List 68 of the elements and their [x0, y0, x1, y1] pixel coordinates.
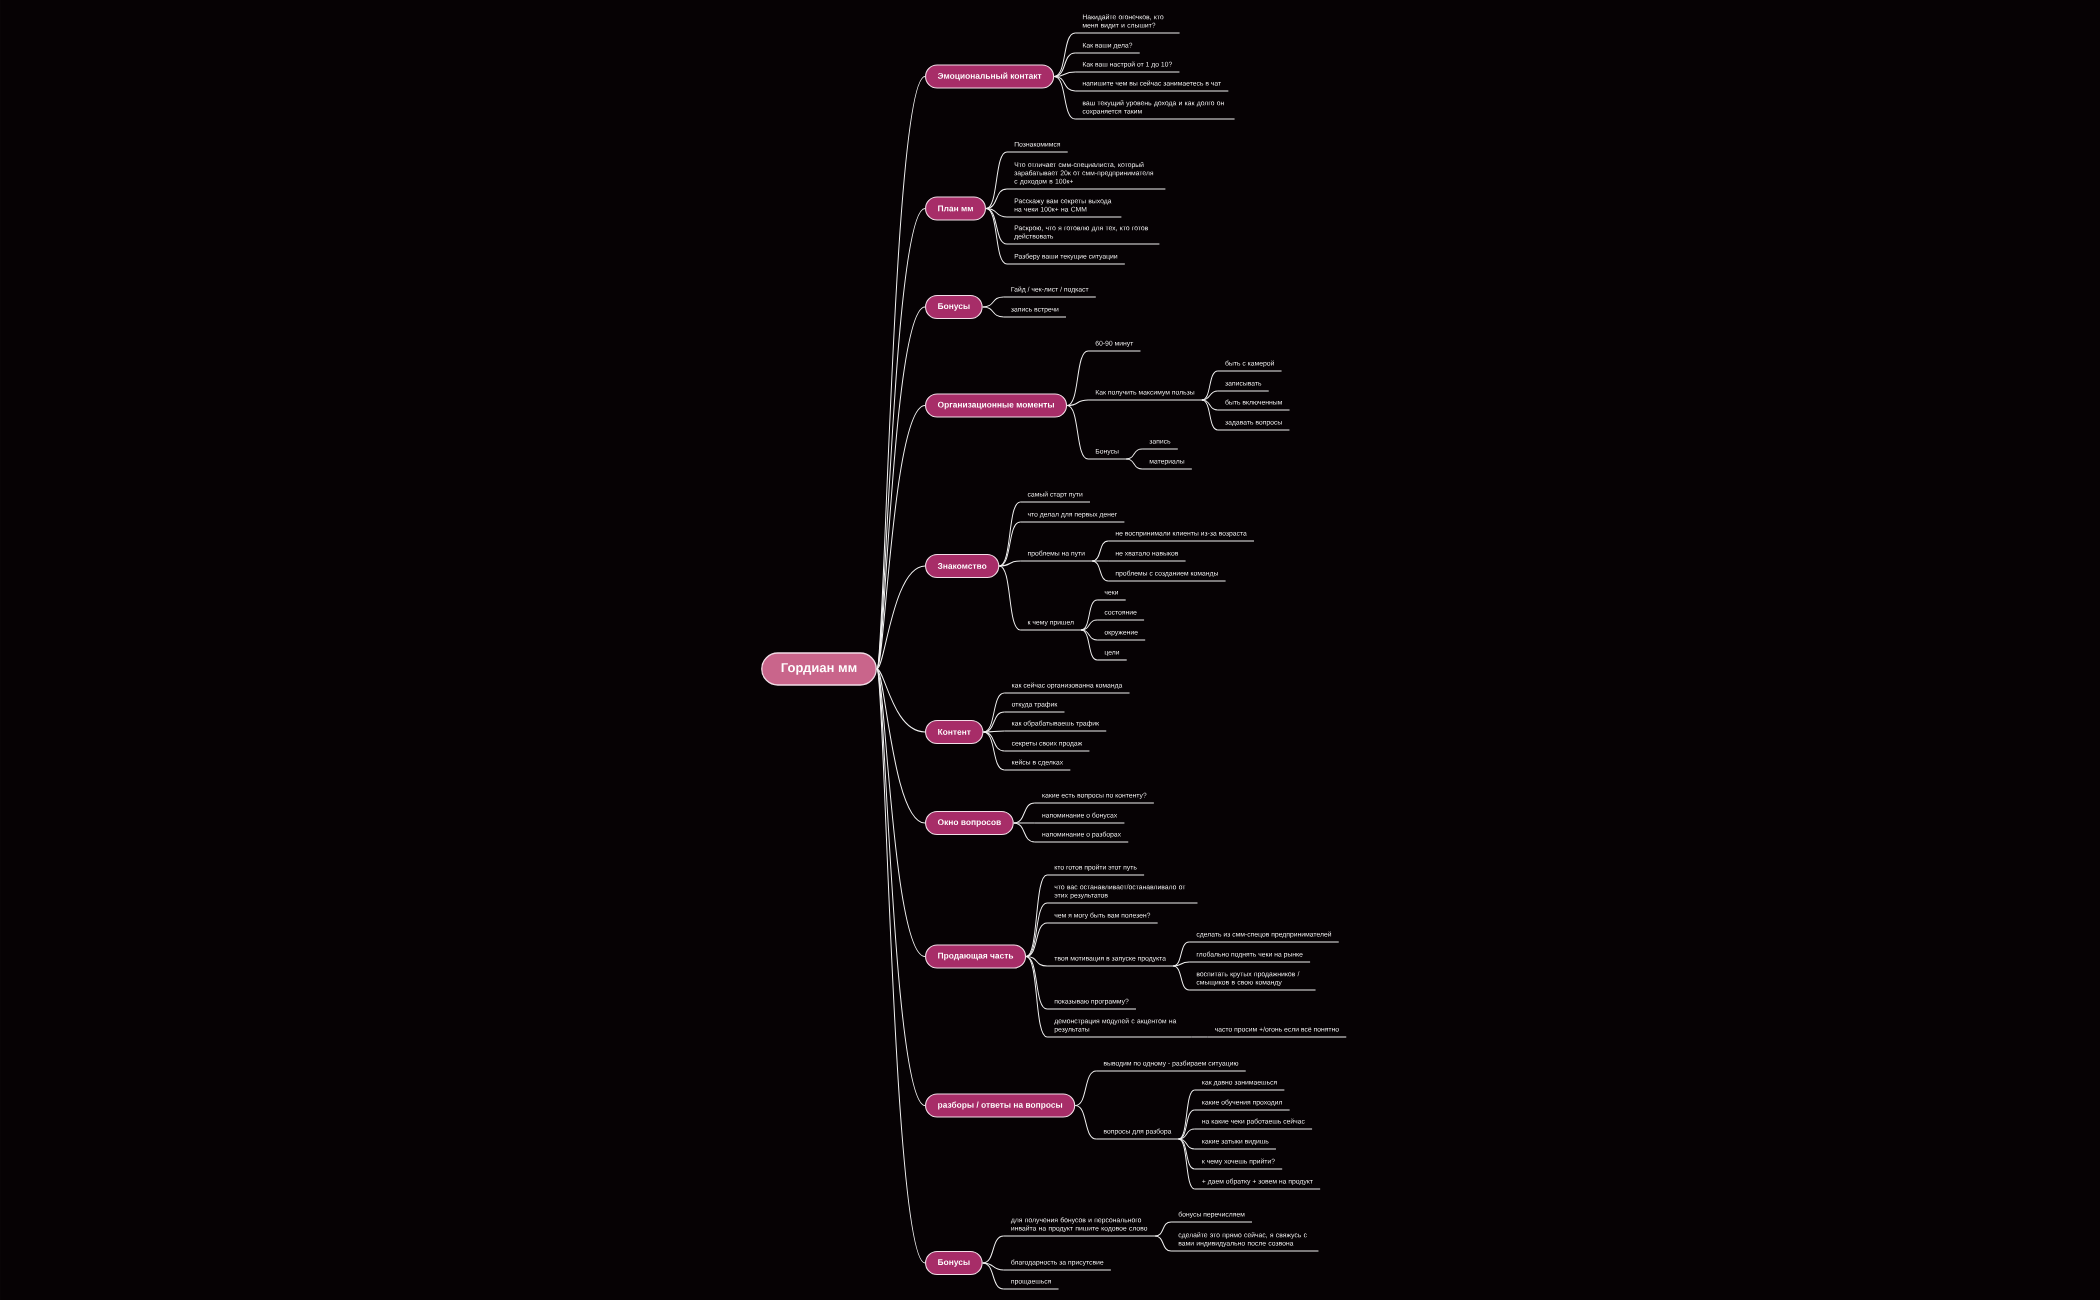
connector-line — [1178, 1089, 1196, 1140]
connector-line — [1013, 822, 1036, 843]
topic-box: Бонусы — [925, 1250, 983, 1276]
connector-line — [1080, 599, 1098, 631]
connector-line — [1178, 1109, 1196, 1140]
connector-line — [1025, 956, 1048, 1038]
connector-line — [1080, 619, 1098, 631]
connector-line — [1154, 1235, 1172, 1252]
connector-line — [985, 188, 1008, 209]
topic-box: План мм — [925, 196, 986, 221]
topic-box: Знакомство — [925, 553, 1000, 579]
connector-line — [1066, 405, 1089, 460]
connector-line — [1178, 1128, 1196, 1140]
topic-box: разборы / ответы на вопросы — [925, 1093, 1076, 1118]
connector-line — [1178, 1138, 1196, 1190]
connector-line — [982, 1235, 1005, 1264]
connector-line — [1080, 629, 1098, 641]
connector-line — [985, 208, 1008, 245]
topic-box: Организационные моменты — [925, 393, 1068, 418]
connector-line — [1191, 1036, 1208, 1038]
connector-line — [1154, 1221, 1172, 1237]
topic-box: Контент — [925, 719, 984, 745]
connector-line — [985, 208, 1008, 265]
connector-line — [1201, 390, 1219, 401]
connector-line — [1025, 956, 1048, 1010]
topic-box: Бонусы — [925, 294, 983, 320]
connector-line — [1091, 560, 1109, 562]
central-topic-box: Гордиан мм — [761, 652, 877, 686]
connector-line — [876, 668, 926, 733]
connector-line — [982, 731, 1005, 752]
topic-box: Продающая часть — [925, 944, 1027, 969]
connector-line — [982, 1262, 1005, 1271]
connector-line — [876, 208, 926, 670]
connector-line — [998, 501, 1021, 567]
connector-line — [1074, 1105, 1097, 1140]
connector-line — [1091, 560, 1109, 582]
connector-line — [876, 565, 926, 670]
connector-line — [876, 405, 926, 670]
connector-line — [982, 296, 1005, 308]
connector-line — [876, 668, 926, 957]
connector-line — [1053, 76, 1076, 120]
connector-line — [998, 560, 1021, 567]
connector-line — [1013, 822, 1036, 824]
connector-line — [1172, 965, 1190, 991]
connector-line — [1053, 52, 1076, 77]
connector-line — [876, 668, 926, 824]
connector-line — [998, 565, 1021, 631]
connector-line — [1025, 902, 1048, 957]
connector-line — [876, 668, 926, 1264]
connector-line — [982, 730, 1005, 733]
connector-line — [982, 731, 1005, 771]
connector-line — [1074, 1070, 1097, 1106]
connector-line — [1201, 370, 1219, 401]
connector-line — [1125, 448, 1143, 460]
topic-box: Окно вопросов — [925, 810, 1014, 836]
connector-line — [1025, 874, 1048, 957]
connector-line — [1125, 458, 1143, 470]
connector-line — [982, 306, 1005, 318]
topic-box: Эмоциональный контакт — [925, 64, 1055, 89]
connector-line — [1025, 922, 1048, 957]
connector-line — [1201, 399, 1219, 431]
connector-line — [1066, 350, 1089, 406]
connector-line — [982, 1262, 1005, 1290]
connector-line — [1080, 629, 1098, 661]
connector-line — [1178, 1138, 1196, 1170]
connector-line — [1066, 399, 1089, 406]
connector-line — [985, 151, 1008, 209]
connector-line — [1172, 961, 1190, 967]
